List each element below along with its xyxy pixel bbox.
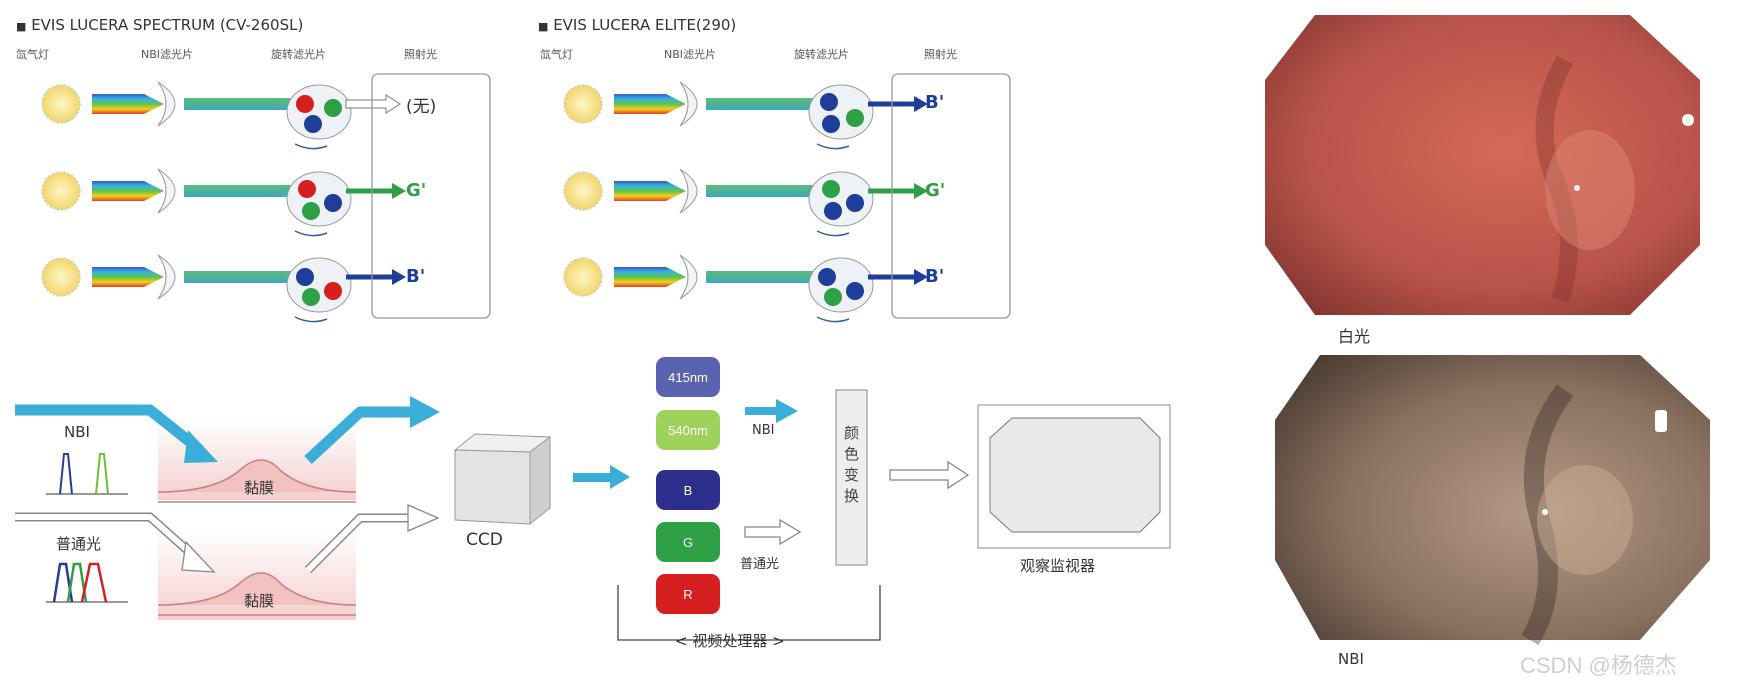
ccd-block (453, 433, 552, 526)
spectrum-rows (41, 81, 406, 323)
irradiation-box-right (891, 73, 1011, 319)
output-b: B' (406, 266, 426, 287)
light-row (563, 254, 928, 323)
nbi-filter-icon (157, 81, 176, 127)
output-arrow (346, 183, 406, 199)
chip-b: B (656, 470, 720, 510)
rotary-filter-icon (808, 171, 874, 227)
rotary-filter-icon (286, 171, 352, 227)
light-row (41, 168, 406, 237)
square-bullet-icon: ■ (16, 20, 27, 33)
nbi-photo (1275, 355, 1710, 646)
spectrum-arrow (92, 181, 164, 201)
output-arrow (868, 183, 928, 199)
chip-g: G (656, 522, 720, 562)
xenon-lamp-icon (41, 171, 81, 211)
monitor-screen (989, 417, 1161, 533)
color-convert-box (835, 389, 868, 566)
nbi-filter-icon (679, 254, 698, 300)
elite-title-row: ■ EVIS LUCERA ELITE(290) (538, 16, 736, 34)
spectrum-arrow (614, 94, 686, 114)
col-label-rotary-filter: 旋转滤光片 (794, 48, 849, 61)
chip-540nm: 540nm (656, 410, 720, 450)
xenon-lamp-icon (563, 84, 603, 124)
nbi-label: NBI (64, 423, 90, 441)
monitor-label: 观察监视器 (1020, 557, 1096, 575)
white-light-caption: 白光 (1338, 327, 1371, 346)
spectrum-title-row: ■ EVIS LUCERA SPECTRUM (CV-260SL) (16, 16, 303, 34)
nbi-filter-icon (157, 168, 176, 214)
nbi-filter-icon (679, 81, 698, 127)
light-row (563, 81, 928, 150)
output-b: B' (925, 92, 945, 113)
col-label-irradiation: 照射光 (404, 48, 437, 61)
spectrum-arrow (614, 267, 686, 287)
white-light-photo (1265, 15, 1700, 315)
ccd-to-processor-arrow (573, 465, 630, 489)
irradiation-box-left (371, 73, 491, 319)
nbi-filter-icon (679, 168, 698, 214)
light-row (41, 254, 406, 323)
light-row (563, 168, 928, 237)
spectrum-arrow (614, 181, 686, 201)
output-arrow (868, 96, 928, 112)
nbi-arrow-label: NBI (752, 423, 775, 438)
output-g: G' (406, 180, 427, 201)
output-none: (无) (406, 97, 437, 117)
processor-label: < 视频处理器 > (675, 632, 785, 650)
xenon-lamp-icon (41, 257, 81, 297)
rotary-filter-icon (286, 257, 352, 313)
spectrum-arrow (92, 267, 164, 287)
col-label-irradiation: 照射光 (924, 48, 957, 61)
col-label-nbi-filter: NBI滤光片 (664, 48, 717, 61)
rotary-filter-icon (808, 84, 874, 140)
normal-arrow-label: 普通光 (740, 557, 780, 572)
mucosa-label: 黏膜 (244, 479, 275, 497)
rotary-filter-icon (808, 257, 874, 313)
col-label-rotary-filter: 旋转滤光片 (271, 48, 326, 61)
output-arrow (345, 94, 401, 114)
nbi-arrow (745, 399, 798, 423)
xenon-lamp-icon (563, 171, 603, 211)
nbi-filter-icon (157, 254, 176, 300)
watermark: CSDN @杨德杰 (1520, 653, 1677, 678)
col-label-lamp: 氙气灯 (16, 48, 49, 61)
white-light-label: 普通光 (56, 535, 102, 553)
elite-title: EVIS LUCERA ELITE(290) (553, 16, 737, 34)
white-light-path (15, 504, 440, 620)
chip-r: R (656, 574, 720, 614)
rotary-filter-icon (286, 84, 352, 140)
to-monitor-arrow (889, 460, 970, 490)
output-b: B' (925, 266, 945, 287)
output-g: G' (925, 180, 946, 201)
nbi-caption: NBI (1338, 650, 1364, 668)
processor-bracket (617, 585, 881, 641)
xenon-lamp-icon (563, 257, 603, 297)
elite-rows (563, 81, 928, 323)
mucosa-label: 黏膜 (244, 592, 275, 610)
output-arrow (346, 269, 406, 285)
spectrum-arrow (92, 94, 164, 114)
color-convert-label: 颜色变换 (842, 425, 860, 509)
col-label-nbi-filter: NBI滤光片 (141, 48, 194, 61)
ccd-label: CCD (466, 530, 503, 550)
square-bullet-icon: ■ (538, 20, 549, 33)
spectrum-title: EVIS LUCERA SPECTRUM (CV-260SL) (31, 16, 304, 34)
output-arrow (868, 269, 928, 285)
xenon-lamp-icon (41, 84, 81, 124)
chip-415nm: 415nm (656, 357, 720, 397)
nbi-light-path (15, 396, 440, 503)
normal-light-arrow (744, 518, 802, 546)
col-label-lamp: 氙气灯 (540, 48, 573, 61)
light-row (41, 81, 401, 150)
